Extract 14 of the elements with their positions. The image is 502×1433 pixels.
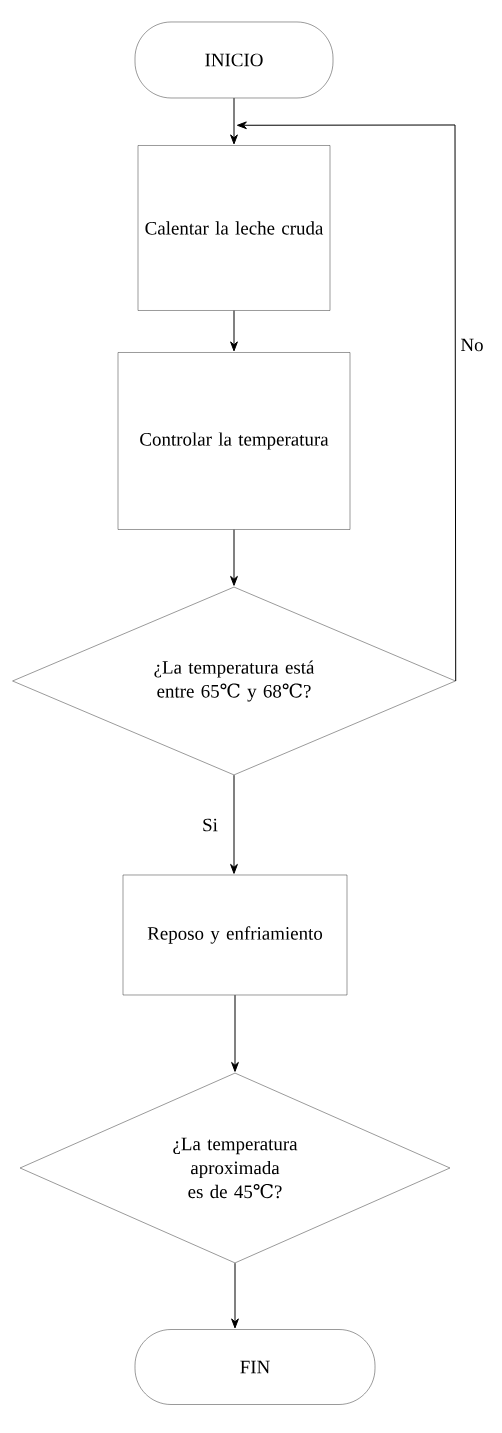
- arrow: [230, 529, 238, 586]
- terminal-box: FIN: [134, 1329, 376, 1405]
- process-box: Controlar la temperatura: [117, 352, 351, 530]
- arrow: [231, 994, 239, 1072]
- arrow: [231, 1262, 239, 1329]
- edge-label: Si: [200, 816, 220, 834]
- arrow: [230, 774, 238, 874]
- edge-label: No: [458, 336, 486, 354]
- process-box: Calentar la leche cruda: [137, 145, 331, 311]
- arrow: [230, 310, 238, 352]
- terminal-box: INICIO: [134, 21, 334, 99]
- process-box: Reposo y enfriamiento: [122, 874, 348, 996]
- arrow: [236, 121, 457, 682]
- arrow: [230, 97, 238, 145]
